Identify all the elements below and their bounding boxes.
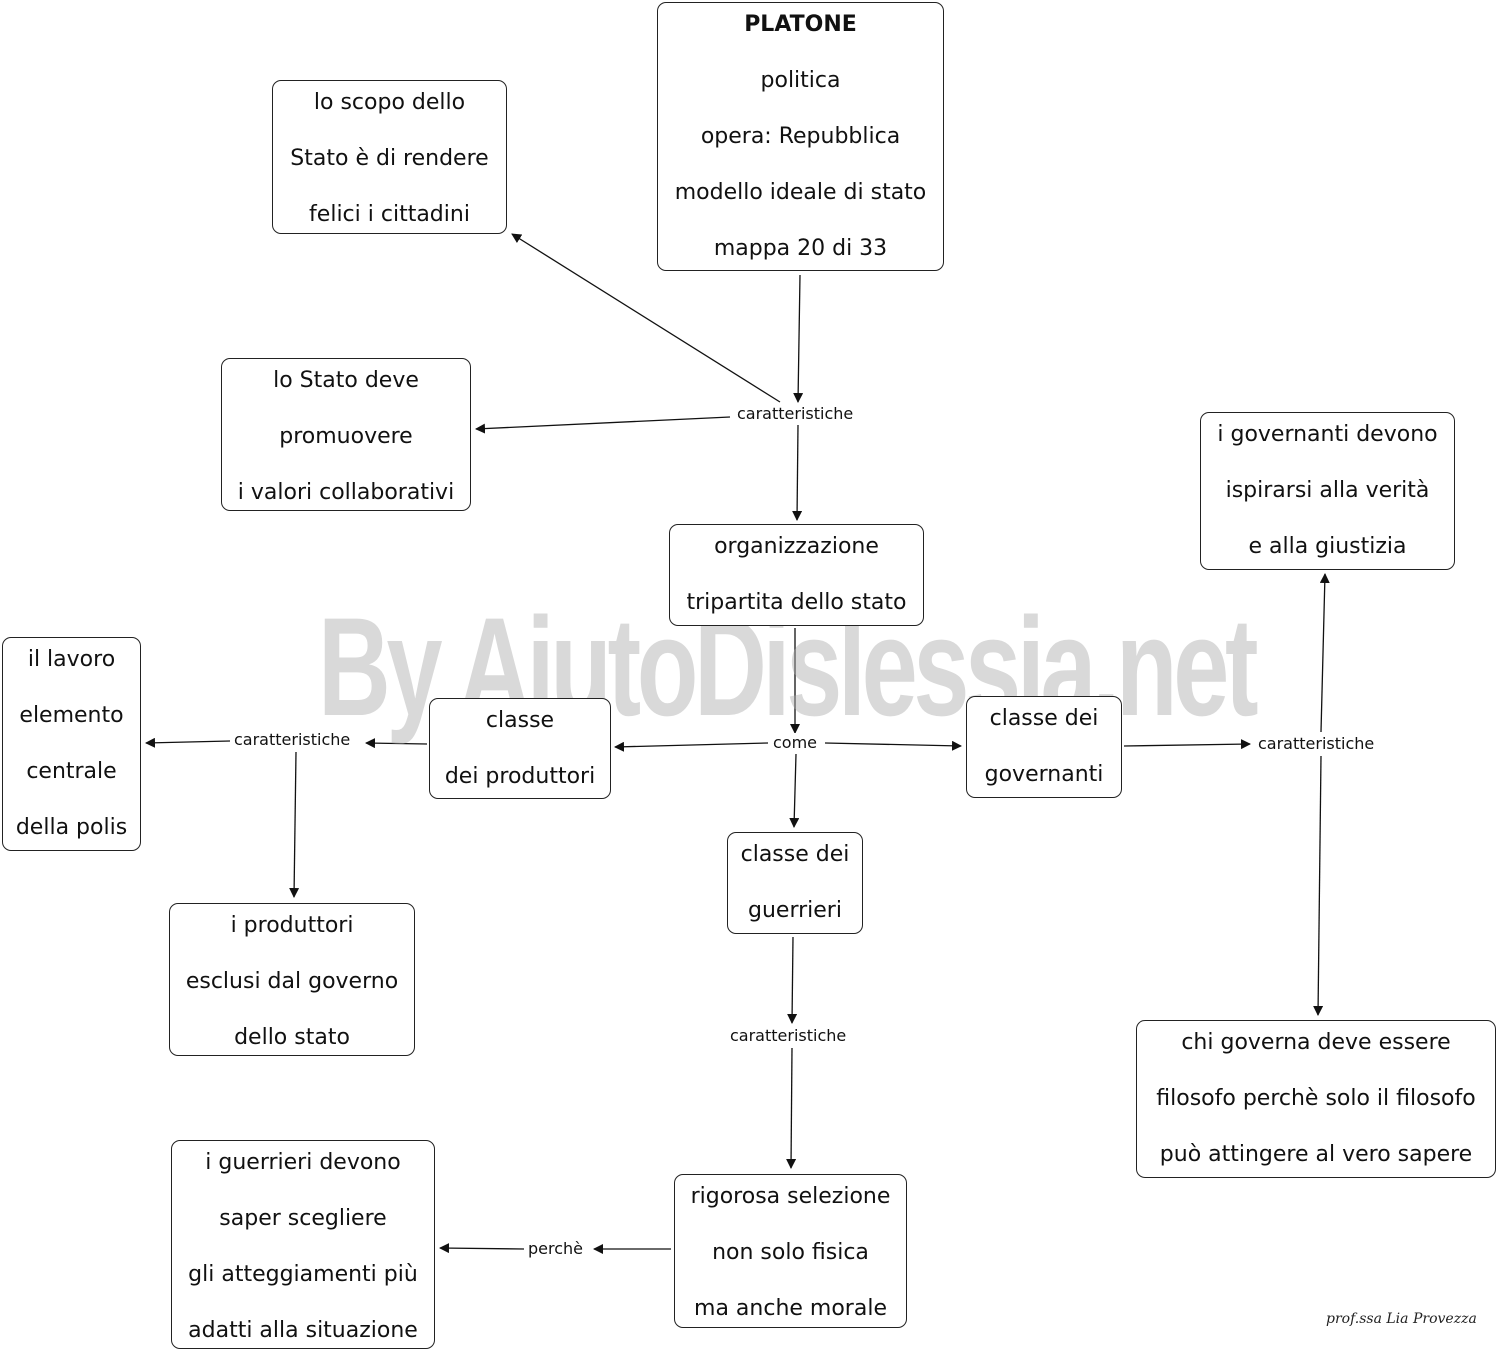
link-caratteristiche-to-verita — [1319, 573, 1330, 733]
node-line: modello ideale di stato — [674, 180, 927, 205]
link-guerrieri-to-caratteristiche — [787, 936, 798, 1024]
node-line: ma anche morale — [694, 1296, 887, 1321]
link-caratteristiche-to-organizzazione — [792, 424, 803, 521]
link-label-caratteristiche: caratteristiche — [1254, 734, 1379, 754]
link-caratteristiche-to-lavoro — [145, 737, 231, 748]
link-label-caratteristiche: caratteristiche — [230, 730, 355, 750]
node-lavoro[interactable]: il lavoro elemento centrale della polis — [2, 637, 141, 851]
link-label-come: come — [769, 733, 822, 753]
link-come-to-guerrieri — [789, 753, 800, 828]
node-line: i guerrieri devono — [205, 1150, 401, 1175]
node-line: mappa 20 di 33 — [713, 236, 888, 261]
node-line: chi governa deve essere — [1181, 1030, 1451, 1055]
link-come-to-governanti — [824, 740, 962, 751]
node-line: ispirarsi alla verità — [1225, 478, 1430, 503]
node-line: gli atteggiamenti più — [188, 1262, 418, 1287]
node-line: i valori collaborativi — [237, 480, 455, 505]
node-classe-governanti[interactable]: classe dei governanti — [966, 696, 1122, 798]
node-line: organizzazione — [714, 534, 879, 559]
link-label-caratteristiche: caratteristiche — [726, 1026, 851, 1046]
node-line: elemento — [19, 703, 124, 728]
node-line: può attingere al vero sapere — [1159, 1142, 1473, 1167]
node-line: saper scegliere — [219, 1206, 387, 1231]
link-caratteristiche-to-selezione — [786, 1047, 797, 1169]
node-platone[interactable]: PLATONE politica opera: Repubblica model… — [657, 2, 944, 271]
node-line: opera: Repubblica — [700, 124, 901, 149]
node-line: dello stato — [234, 1025, 350, 1050]
link-caratteristiche-to-filosofo — [1313, 755, 1324, 1016]
link-governanti-to-caratteristiche — [1123, 739, 1251, 750]
link-label-perche: perchè — [524, 1239, 588, 1259]
node-line: filosofo perchè solo il filosofo — [1156, 1086, 1476, 1111]
node-line: promuovere — [279, 424, 413, 449]
node-line: felici i cittadini — [309, 202, 470, 227]
node-line: adatti alla situazione — [188, 1318, 418, 1343]
link-caratteristiche-to-scopo — [511, 233, 781, 403]
node-produttori-esclusi[interactable]: i produttori esclusi dal governo dello s… — [169, 903, 415, 1056]
node-guerrieri-scegliere[interactable]: i guerrieri devono saper scegliere gli a… — [171, 1140, 435, 1349]
node-line: governanti — [984, 762, 1104, 787]
node-line: e alla giustizia — [1248, 534, 1407, 559]
node-line: PLATONE — [744, 12, 857, 37]
link-come-to-produttori — [614, 741, 769, 752]
node-line: lo Stato deve — [273, 368, 419, 393]
node-filosofo[interactable]: chi governa deve essere filosofo perchè … — [1136, 1020, 1496, 1178]
link-caratteristiche-to-promuovere — [475, 416, 731, 434]
node-classe-produttori[interactable]: classe dei produttori — [429, 698, 611, 799]
node-line: Stato è di rendere — [290, 146, 489, 171]
node-classe-guerrieri[interactable]: classe dei guerrieri — [727, 832, 863, 934]
node-line: classe — [485, 708, 555, 733]
node-line: rigorosa selezione — [690, 1184, 891, 1209]
node-line: della polis — [15, 815, 128, 840]
link-platone-to-caratteristiche — [793, 274, 804, 403]
node-stato-promuovere[interactable]: lo Stato deve promuovere i valori collab… — [221, 358, 471, 511]
node-line: lo scopo dello — [313, 90, 466, 115]
author-signature: prof.ssa Lia Provezza — [1326, 1311, 1477, 1327]
link-produttori-to-caratteristiche — [365, 738, 428, 749]
link-caratteristiche-to-esclusi — [289, 751, 300, 898]
node-line: i produttori — [230, 913, 354, 938]
node-governanti-verita[interactable]: i governanti devono ispirarsi alla verit… — [1200, 412, 1455, 570]
node-line: classe dei — [989, 706, 1099, 731]
node-line: classe dei — [740, 842, 850, 867]
node-selezione[interactable]: rigorosa selezione non solo fisica ma an… — [674, 1174, 907, 1328]
node-line: non solo fisica — [712, 1240, 869, 1265]
node-line: guerrieri — [748, 898, 842, 923]
node-line: centrale — [26, 759, 117, 784]
link-perche-to-scegliere — [439, 1243, 525, 1254]
node-line: esclusi dal governo — [185, 969, 399, 994]
node-line: i governanti devono — [1217, 422, 1438, 447]
node-organizzazione[interactable]: organizzazione tripartita dello stato — [669, 524, 924, 626]
node-line: tripartita dello stato — [686, 590, 907, 615]
node-line: il lavoro — [27, 647, 116, 672]
link-label-caratteristiche: caratteristiche — [733, 404, 858, 424]
node-line: politica — [760, 68, 841, 93]
node-line: dei produttori — [444, 764, 596, 789]
node-scopo-stato[interactable]: lo scopo dello Stato è di rendere felici… — [272, 80, 507, 234]
